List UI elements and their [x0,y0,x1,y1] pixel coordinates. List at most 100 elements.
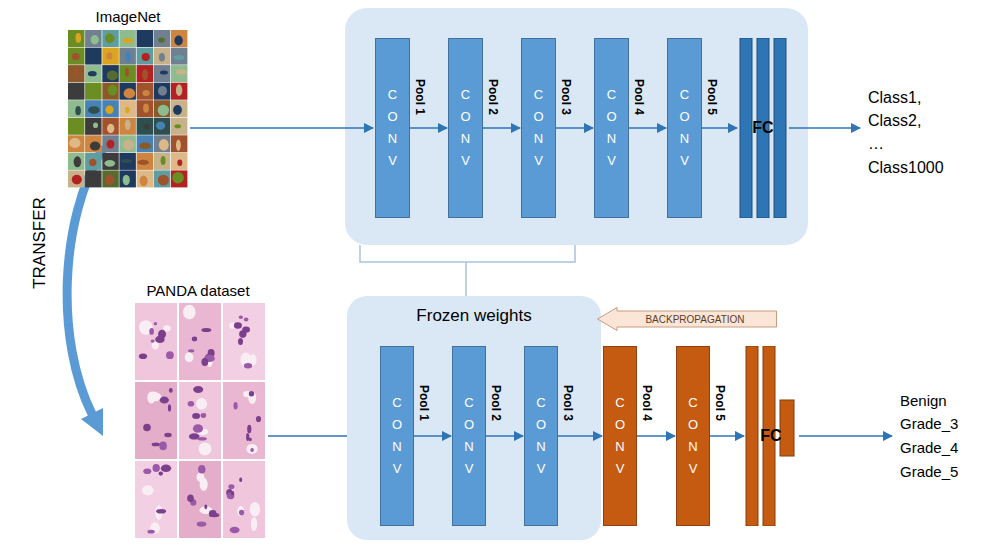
tissue-nuclei [143,424,151,432]
tissue-nuclei [230,527,240,533]
tissue-nuclei [188,349,194,352]
photo-subject [125,51,131,62]
tissue-nuclei [149,328,154,335]
photo-tile [68,170,85,187]
photo-subject [88,71,97,76]
fc-layer: FC [745,346,797,526]
tissue-lumen [196,398,207,410]
photo-subject [142,69,148,80]
class-output: Class2, [868,112,921,130]
flow-arrow [410,127,447,129]
tissue-lumen [246,444,257,454]
photo-tile [102,118,119,135]
photo-subject [172,172,184,184]
photo-subject [159,53,165,62]
tissue-nuclei [209,510,217,517]
photo-subject [138,160,149,165]
photo-tile [119,170,135,187]
photo-tile [119,65,135,82]
tissue-nuclei [188,401,195,407]
photo-tile [102,65,119,82]
photo-tile [102,153,119,170]
photo-tile [137,170,154,187]
pool-label: Pool 2 [489,385,503,421]
photo-subject [74,88,80,94]
photo-tile [119,83,135,100]
photo-subject [142,53,150,61]
grade-output: Benign [900,392,947,409]
conv-layer: CONV [594,38,629,218]
layer-label: CONV [391,392,404,480]
photo-subject [93,123,98,129]
tissue-nuclei [192,413,200,419]
photo-tile [119,48,135,65]
flow-arrow [710,435,744,437]
tissue-nuclei [193,424,203,433]
layer-label: CONV [687,392,700,480]
tissue-lumen [237,506,244,516]
photo-subject [125,107,129,113]
grade-output: Grade_3 [900,415,958,432]
layer-label: CONV [535,392,548,480]
tissue-nuclei [161,465,171,472]
photo-tile [171,65,188,82]
conv-layer: CONV [452,346,486,526]
pool-label: Pool 1 [413,79,427,115]
photo-subject [176,140,181,151]
histology-mosaic [135,303,265,538]
photo-subject [123,140,134,151]
photo-subject [73,123,78,128]
fc-bar [740,38,752,218]
tissue-nuclei [231,491,234,496]
photo-subject [125,68,129,77]
photo-tile [119,135,135,152]
photo-subject [107,70,118,80]
photo-subject [89,159,96,166]
tissue-lumen [183,305,196,320]
histology-tile [179,303,221,380]
photo-tile [68,153,85,170]
photo-subject [105,34,115,44]
photo-tile [154,118,171,135]
tissue-lumen [148,393,156,403]
imagenet-mosaic [68,30,187,187]
photo-tile [102,30,119,47]
histology-tile [135,382,177,459]
photo-tile [102,100,119,117]
photo-subject [105,106,113,114]
photo-tile [119,100,135,117]
pool-label: Pool 2 [486,79,500,115]
backprop-arrow: BACKPROPAGATION [597,307,777,331]
photo-subject [76,33,82,43]
tissue-nuclei [166,351,174,359]
photo-subject [106,53,112,60]
tissue-nuclei [239,510,244,516]
photo-subject [107,140,115,149]
photo-subject [160,70,168,74]
tissue-lumen [199,443,212,456]
tissue-nuclei [244,318,249,322]
class-output: Class1, [868,89,921,107]
tissue-nuclei [152,443,160,447]
photo-subject [88,175,97,181]
photo-subject [90,141,100,150]
tissue-nuclei [187,495,194,503]
photo-subject [174,55,185,60]
photo-tile [171,135,188,152]
layer-label: FC [760,427,781,445]
photo-tile [171,170,188,187]
fc-bar [780,400,794,456]
photo-tile [137,48,154,65]
tissue-nuclei [159,442,167,451]
photo-subject [159,139,169,151]
photo-tile [68,48,85,65]
photo-tile [137,100,154,117]
tissue-nuclei [239,316,243,319]
photo-subject [89,51,96,60]
tissue-nuclei [239,478,242,482]
pool-label: Pool 3 [561,385,575,421]
photo-subject [158,105,169,116]
flow-arrow [702,127,737,129]
tissue-lumen [250,502,260,517]
tissue-nuclei [193,386,203,393]
